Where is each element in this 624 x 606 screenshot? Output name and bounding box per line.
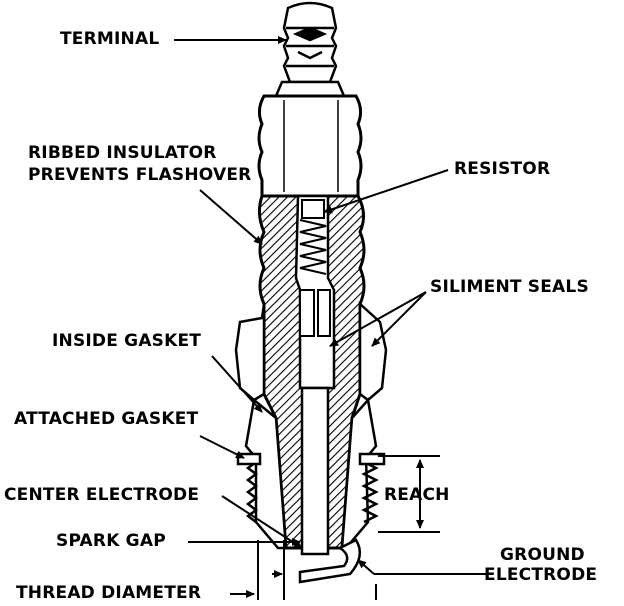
label-terminal: TERMINAL [60,29,160,49]
label-inside-gasket: INSIDE GASKET [52,331,202,351]
label-ground-2: ELECTRODE [484,565,598,585]
label-resistor: RESISTOR [454,159,551,179]
ground-electrode-part [298,538,362,584]
label-ribbed-insulator-2: PREVENTS FLASHOVER [28,165,252,185]
ribbed-insulator-upper [257,94,363,198]
pointer-lines [174,36,492,600]
label-attached-gasket: ATTACHED GASKET [14,409,199,429]
label-spark-gap: SPARK GAP [56,531,166,551]
terminal-part [274,1,346,98]
steel-shell [234,301,388,584]
attached-gasket-part [236,452,262,466]
insulator-section [257,194,366,556]
label-thread-diameter: THREAD DIAMETER [16,583,202,603]
label-siliment-seals: SILIMENT SEALS [430,277,589,297]
siliment-seal-lower [299,289,315,337]
label-reach: REACH [384,485,450,505]
label-ribbed-insulator-1: RIBBED INSULATOR [28,143,217,163]
center-electrode-part [300,386,330,556]
label-ground-1: GROUND [500,545,585,565]
label-center-electrode: CENTER ELECTRODE [4,485,200,505]
